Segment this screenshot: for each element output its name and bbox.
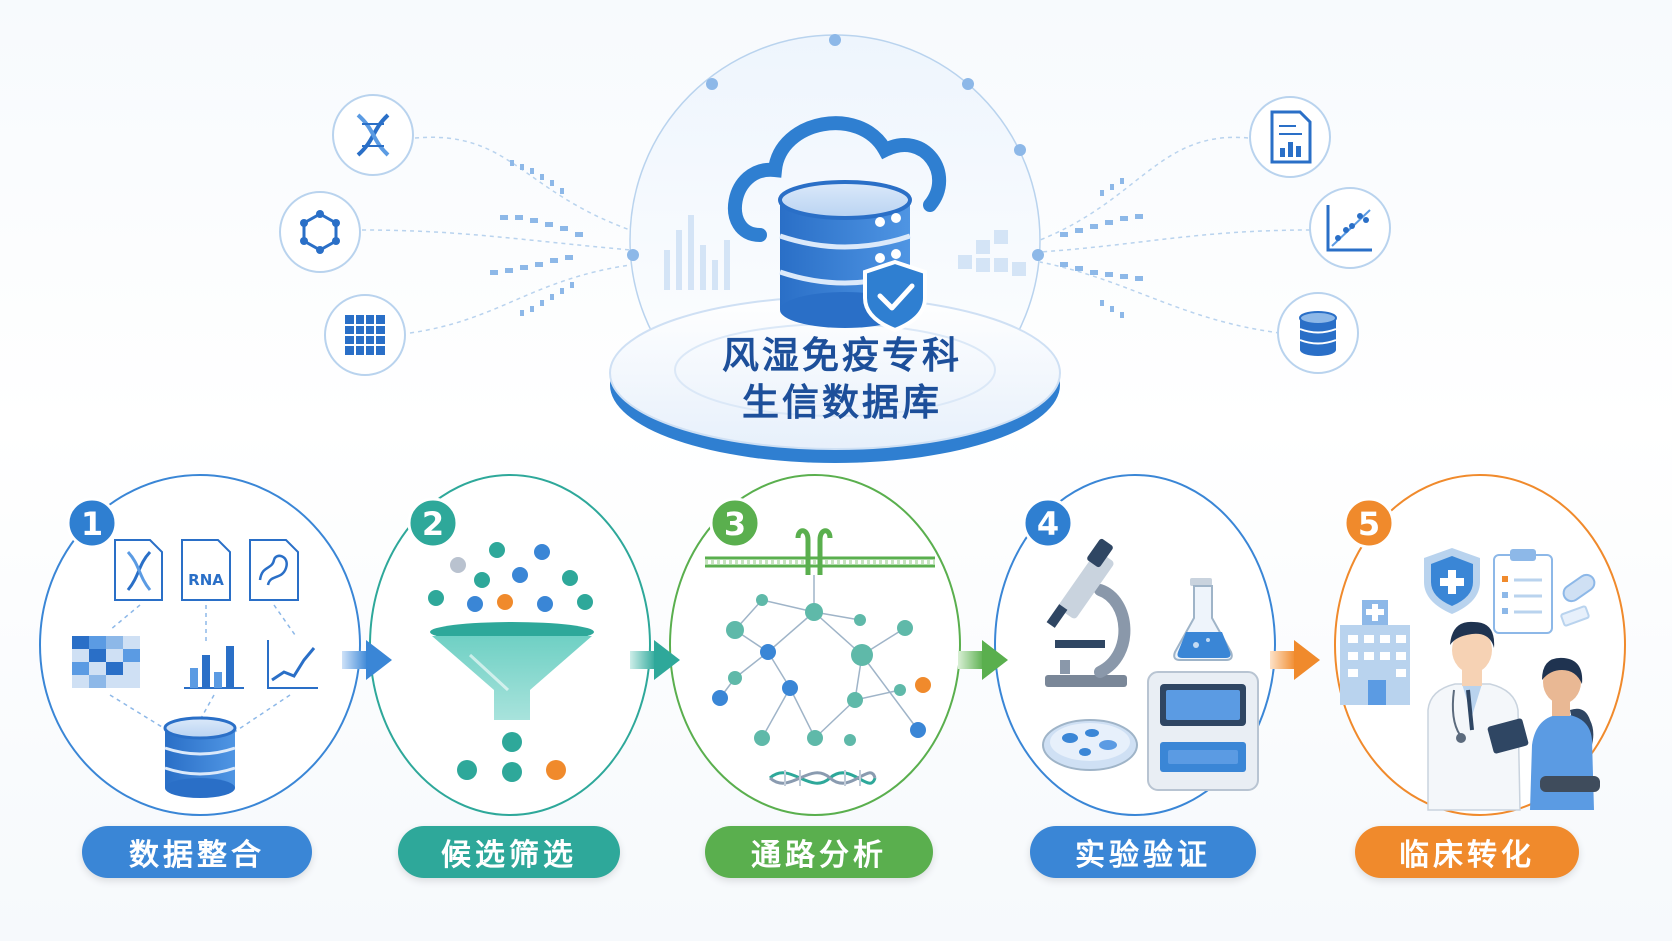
scatter-source-icon	[1309, 187, 1391, 269]
hospital-icon	[1340, 600, 1410, 705]
arrow-3-to-4	[958, 640, 1008, 680]
step-2-candidate-screening	[369, 474, 651, 816]
step-2-badge	[407, 497, 459, 549]
step-3-label: 通路分析	[705, 826, 933, 878]
step-1-badge	[66, 497, 118, 549]
flask-icon	[1173, 578, 1233, 661]
step-4-badge	[1022, 497, 1074, 549]
arrow-4-to-5	[1270, 640, 1320, 680]
arrow-1-to-2	[342, 640, 392, 680]
hub-title-line1: 风湿免疫专科	[722, 334, 962, 377]
matrix-source-icon	[324, 294, 406, 376]
data-stream-right	[1060, 178, 1143, 318]
bar-chart-icon	[184, 646, 244, 689]
candidate-dots	[428, 542, 593, 612]
line-chart-icon	[267, 640, 318, 689]
database-hub: 风湿免疫专科 生信数据库	[609, 34, 1061, 463]
step-4-experimental-validation	[994, 474, 1276, 816]
doctor-icon	[1427, 621, 1529, 811]
cloud-icon	[728, 116, 947, 242]
membrane-icon	[705, 528, 935, 575]
decor-bars-left	[664, 215, 730, 290]
rna-file-label: RNA	[188, 571, 224, 589]
file-icons: RNA	[114, 539, 299, 601]
filtered-dots	[457, 732, 566, 782]
step-2-number: 2	[422, 505, 444, 543]
hub-title-line2: 生信数据库	[742, 381, 942, 424]
shield-plus-icon	[1424, 548, 1480, 614]
arrow-2-to-3	[630, 640, 680, 680]
integration-lines	[109, 604, 296, 736]
report-source-icon	[1249, 96, 1331, 178]
step-4-label: 实验验证	[1030, 826, 1256, 878]
petri-dish-icon	[1042, 719, 1138, 771]
patient-icon	[1530, 657, 1600, 810]
step-1-data-integration: RNA	[39, 474, 361, 816]
flow-arrows	[342, 640, 1320, 680]
pcr-machine-icon	[1147, 671, 1259, 791]
molecule-source-icon	[279, 191, 361, 273]
step-3-number: 3	[724, 505, 746, 543]
data-stream-left	[490, 160, 583, 316]
step-5-clinical-translation	[1334, 474, 1626, 816]
dna-helix-icon	[768, 770, 877, 786]
step-3-badge	[709, 497, 761, 549]
integration-database-icon	[163, 716, 237, 798]
step-5-label: 临床转化	[1355, 826, 1579, 878]
source-connectors	[361, 136, 1311, 334]
step-3-pathway-analysis	[669, 474, 961, 816]
dna-source-icon	[332, 94, 414, 176]
step-2-label: 候选筛选	[398, 826, 620, 878]
clipboard-icon	[1493, 549, 1553, 634]
database-source-icon	[1277, 292, 1359, 374]
step-5-number: 5	[1358, 505, 1380, 543]
microscope-icon	[1045, 538, 1131, 687]
step-1-label: 数据整合	[82, 826, 312, 878]
shield-check-icon	[863, 259, 927, 333]
step-4-number: 4	[1037, 505, 1059, 543]
step-1-number: 1	[81, 505, 103, 543]
heatmap-icon	[72, 636, 140, 688]
funnel-icon	[430, 622, 594, 720]
pathway-network	[712, 575, 931, 746]
pill-icon	[1560, 573, 1596, 627]
step-badges: 1 2 3 4 5	[66, 497, 1395, 549]
orbit-dots	[627, 34, 1044, 261]
step-5-badge	[1343, 497, 1395, 549]
decor-bars-right	[958, 230, 1026, 276]
